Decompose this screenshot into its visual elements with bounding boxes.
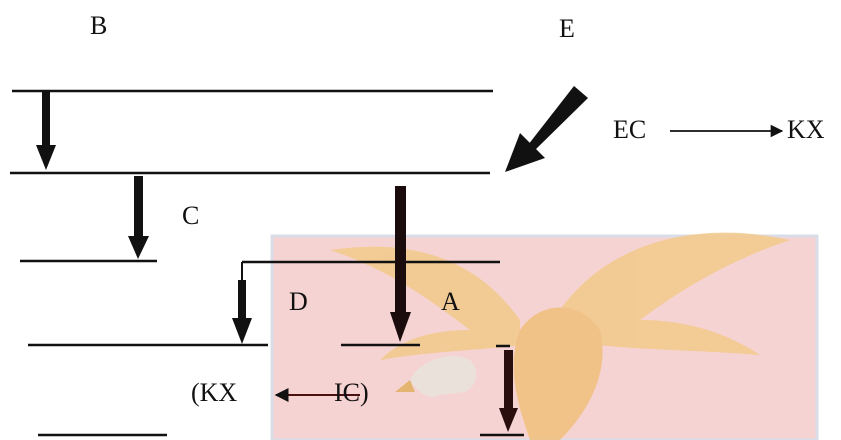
label-e: E — [559, 14, 575, 43]
energy-levels — [10, 89, 524, 437]
arrow-d — [232, 262, 252, 344]
label-d: D — [289, 287, 308, 316]
label-a: A — [441, 287, 460, 316]
label-kx: KX — [787, 115, 825, 144]
transition-arrows — [36, 86, 588, 432]
label-ec: EC — [613, 115, 647, 144]
thin-arrows — [274, 124, 784, 402]
watermark-eagle-logo — [330, 232, 790, 440]
arrow-c — [128, 176, 149, 259]
arrow-b — [36, 92, 56, 170]
label-b: B — [90, 11, 108, 40]
arrow-lower-right — [499, 350, 518, 432]
arrow-a — [390, 186, 411, 342]
label-ic-paren: IC) — [334, 378, 369, 407]
label-kx-paren: (KX — [191, 378, 238, 407]
label-c: C — [182, 201, 200, 230]
arrow-e-diagonal — [505, 86, 588, 172]
watermark — [270, 232, 819, 440]
